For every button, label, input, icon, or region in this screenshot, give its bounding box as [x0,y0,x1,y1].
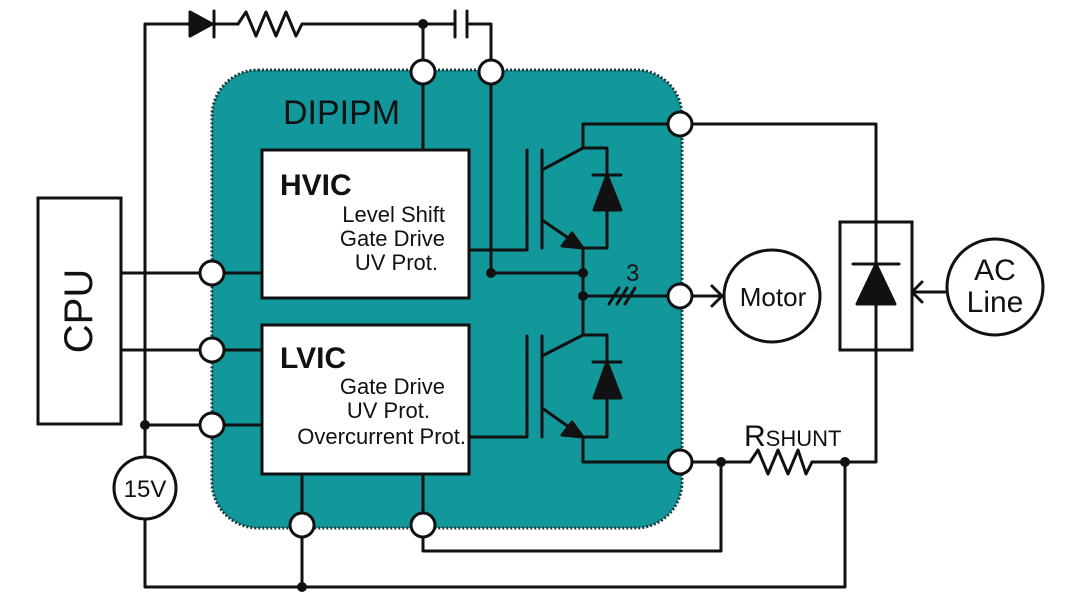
terminal [198,259,226,287]
shunt-resistor-icon [748,448,814,476]
hvic-line: UV Prot. [355,250,438,275]
junction-dot [297,582,307,592]
supply-15v [112,455,178,521]
junctions [140,19,850,592]
junction-dot [418,19,428,29]
terminal [409,511,437,539]
shunt-label-r: R [744,420,766,453]
cpu-block [36,196,123,426]
terminal [477,58,505,86]
terminal [288,511,316,539]
terminal [198,336,226,364]
hvic-line: Gate Drive [340,226,445,251]
cpu-label: CPU [57,269,101,353]
lvic-line: Overcurrent Prot. [297,424,466,449]
diode-icon [188,9,216,39]
igbt-icon [525,146,623,250]
supply-label: 15V [124,476,167,503]
terminal [666,282,694,310]
motor [722,248,822,344]
hvic-line: Level Shift [342,202,445,227]
motor-arrow-icon [710,284,724,308]
lvic-title: LVIC [280,342,346,375]
junction-dot [486,268,496,278]
terminal [666,448,694,476]
terminal [198,411,226,439]
terminal [409,58,437,86]
capacitor-icon [453,9,469,39]
lvic-block [260,323,471,476]
junction-dot [140,420,150,430]
module-label: DIPIPM [283,94,400,132]
motor-label: Motor [740,282,807,312]
wires [119,22,949,589]
terminals [198,58,694,539]
junction-dot [840,457,850,467]
resistor-icon [236,10,310,38]
terminal [666,110,694,138]
lvic-line: UV Prot. [347,398,430,423]
ac-line-label: Line [967,286,1024,319]
ac-line-source [945,237,1045,337]
hvic-title: HVIC [280,169,352,202]
shunt-label: RSHUNT [744,420,841,453]
hvic-block [260,148,471,300]
ac-line-label: AC [974,254,1016,287]
lvic-line: Gate Drive [340,374,445,399]
junction-dot [578,268,588,278]
rectifier-icon [838,220,914,352]
ac-arrow-icon [910,280,924,304]
junction-dot [578,291,588,301]
junction-dot [716,457,726,467]
shunt-label-sub: SHUNT [766,426,842,451]
igbt-icon [525,333,623,439]
phase-count-label: 3 [626,260,639,287]
